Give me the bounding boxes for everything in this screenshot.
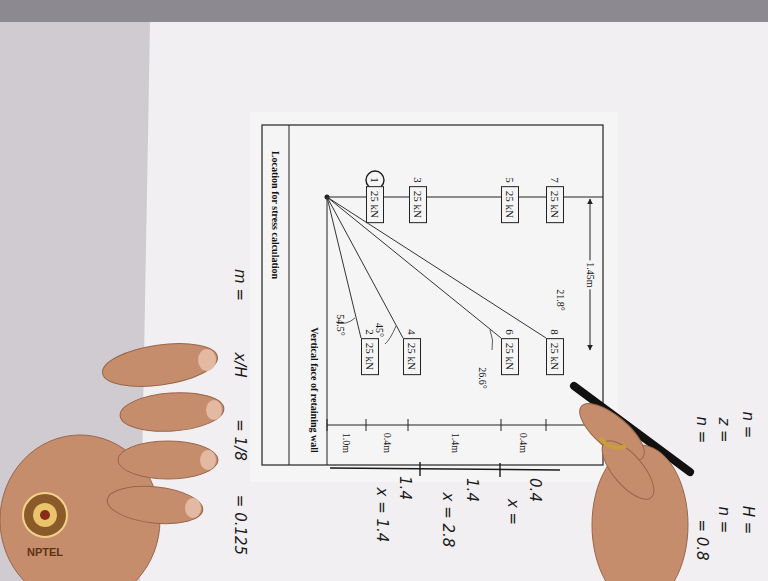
wall-face-line xyxy=(327,197,328,465)
callout-number: 8 xyxy=(549,329,561,335)
angle-label: 54.5° xyxy=(335,314,346,336)
printed-page xyxy=(250,112,618,482)
dimension-label: 1.0m xyxy=(341,433,352,453)
load-value: 25 kN xyxy=(361,338,379,375)
handwritten-formula: n = xyxy=(739,412,757,439)
callout-number: 4 xyxy=(406,329,418,335)
handwritten-formula: m = xyxy=(231,269,249,301)
angle-label: 26.6° xyxy=(477,367,488,389)
handwritten-formula: n = xyxy=(715,507,733,534)
handwritten-note: 1.4 xyxy=(396,476,414,500)
handwritten-formula: = 0.8 xyxy=(693,519,711,560)
load-box: 4 25 kN xyxy=(403,329,421,375)
callout-number: 7 xyxy=(549,177,561,183)
handwritten-note: 0.4 xyxy=(526,478,544,502)
desk-strip xyxy=(0,0,768,22)
fingernails xyxy=(185,349,222,518)
angle-label: 21.8° xyxy=(555,289,566,311)
load-box: 3 25 kN xyxy=(409,177,427,223)
dimension-label: 0.4m xyxy=(382,433,393,453)
load-value: 25 kN xyxy=(403,338,421,375)
callout-number: 5 xyxy=(504,177,516,183)
callout-number: 3 xyxy=(412,177,424,183)
watermark: NPTEL xyxy=(27,546,63,558)
axis-title: Location for stress calculation xyxy=(270,151,281,279)
handwritten-formula: H = xyxy=(739,506,757,535)
load-box: 7 25 kN xyxy=(546,177,564,223)
handwritten-note: x = xyxy=(504,499,522,525)
load-value: 25 kN xyxy=(501,186,519,223)
handwritten-note: x = 1.4 xyxy=(373,488,391,543)
load-box: 1 25 kN xyxy=(366,177,384,223)
load-value: 25 kN xyxy=(366,186,384,223)
right-hand xyxy=(571,394,688,581)
dimension-label: 1.4m xyxy=(450,433,461,453)
load-value: 25 kN xyxy=(546,338,564,375)
figure-frame xyxy=(262,125,603,465)
handwritten-formula: = 1/8 xyxy=(231,419,249,460)
handwritten-note: x = 2.8 xyxy=(439,493,457,548)
dimension-label: 0.4m xyxy=(518,433,529,453)
load-value: 25 kN xyxy=(501,338,519,375)
left-hand xyxy=(0,337,225,581)
handwritten-formula: x/H xyxy=(231,352,249,377)
nptel-logo xyxy=(23,493,67,537)
load-box: 6 25 kN xyxy=(501,329,519,375)
load-value: 25 kN xyxy=(409,186,427,223)
bottom-dimension xyxy=(327,419,603,431)
angle-label: 45° xyxy=(374,323,385,337)
hand-marks xyxy=(330,171,560,477)
load-value: 25 kN xyxy=(546,186,564,223)
callout-number: 6 xyxy=(504,329,516,335)
handwritten-formula: = 0.125 xyxy=(231,495,249,555)
dimension-label: 1.45m xyxy=(585,260,596,289)
location-line xyxy=(289,125,290,465)
load-box: 5 25 kN xyxy=(501,177,519,223)
handwritten-formula: z = xyxy=(715,417,733,442)
handwritten-note: 1.4 xyxy=(463,478,481,502)
handwritten-formula: n = xyxy=(693,417,711,444)
axis-title: Vertical face of retaining wall xyxy=(309,327,320,453)
callout-number: 1 xyxy=(369,177,381,183)
load-box: 8 25 kN xyxy=(546,329,564,375)
ring xyxy=(600,438,626,448)
